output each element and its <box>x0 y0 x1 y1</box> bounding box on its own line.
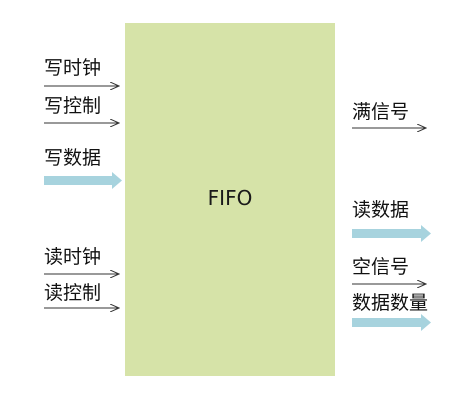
write-data-arrow <box>44 172 122 189</box>
data-count-arrow <box>352 314 431 331</box>
write-clock-label: 写时钟 <box>44 57 102 79</box>
read-control-label: 读控制 <box>44 282 102 304</box>
full-signal-label: 满信号 <box>352 101 410 123</box>
write-control-label: 写控制 <box>44 95 102 117</box>
read-data-arrow <box>352 225 431 242</box>
write-data-label: 写数据 <box>44 147 102 169</box>
fifo-block <box>125 23 335 376</box>
read-data-label: 读数据 <box>352 199 410 221</box>
fifo-label: FIFO <box>207 186 253 210</box>
read-clock-label: 读时钟 <box>44 246 102 268</box>
empty-signal-label: 空信号 <box>352 256 410 278</box>
data-count-label: 数据数量 <box>352 292 429 314</box>
